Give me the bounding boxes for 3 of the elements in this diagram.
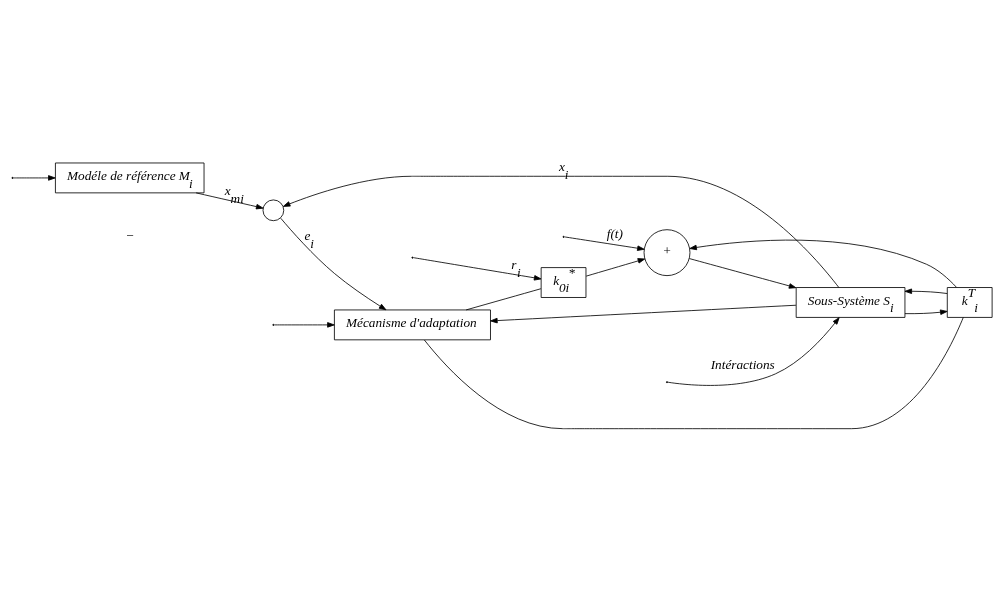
label: − bbox=[125, 227, 135, 243]
edge-label: Intéractions bbox=[710, 356, 775, 372]
edge-label: f(t) bbox=[606, 225, 623, 241]
